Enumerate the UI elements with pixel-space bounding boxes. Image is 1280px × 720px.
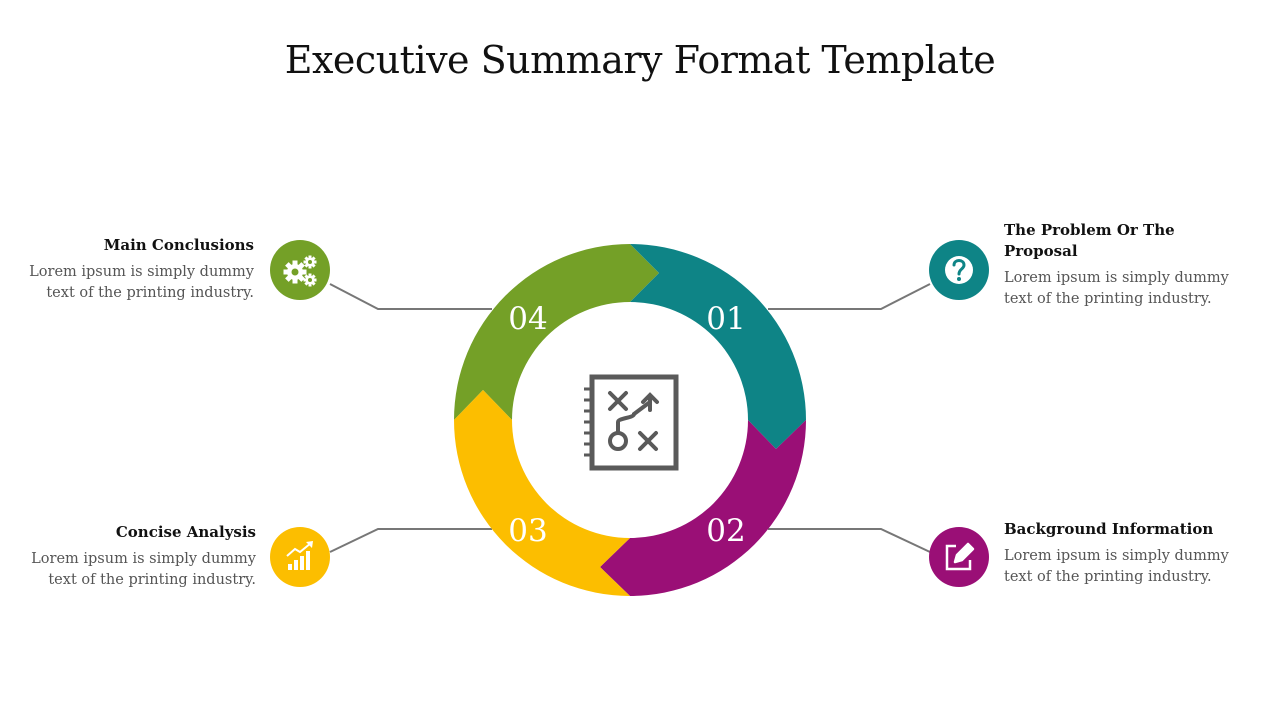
connector-04	[329, 283, 492, 310]
page-title: Executive Summary Format Template	[284, 38, 996, 82]
connector-02	[768, 528, 931, 553]
item-04-block: Main Conclusions Lorem ipsum is simply d…	[24, 235, 254, 304]
item-03-text: Lorem ipsum is simply dummy text of the …	[31, 551, 256, 588]
gears-icon	[283, 255, 317, 287]
segment-number-03: 03	[508, 513, 547, 549]
segment-03	[454, 390, 630, 596]
item-04-text: Lorem ipsum is simply dummy text of the …	[29, 264, 254, 301]
question-icon	[945, 256, 973, 284]
item-03-heading: Concise Analysis	[115, 523, 256, 541]
segment-04	[454, 244, 659, 420]
segment-number-01: 01	[706, 301, 745, 337]
item-01-text: Lorem ipsum is simply dummy text of the …	[1004, 270, 1229, 307]
strategy-board-icon	[584, 374, 679, 471]
item-01-heading: The Problem Or The Proposal	[1004, 221, 1175, 260]
segment-number-02: 02	[706, 513, 745, 549]
item-03-block: Concise Analysis Lorem ipsum is simply d…	[26, 522, 256, 591]
connector-03	[329, 528, 492, 553]
item-04-heading: Main Conclusions	[103, 236, 254, 254]
item-02-text: Lorem ipsum is simply dummy text of the …	[1004, 548, 1229, 585]
segment-number-04: 04	[508, 301, 547, 337]
connector-01	[768, 283, 931, 310]
segment-02	[600, 420, 806, 596]
edit-icon	[945, 542, 975, 571]
item-01-block: The Problem Or The Proposal Lorem ipsum …	[1004, 220, 1234, 310]
segment-01	[630, 244, 806, 449]
growth-chart-icon	[286, 541, 313, 570]
item-02-heading: Background Information	[1004, 520, 1214, 538]
item-02-block: Background Information Lorem ipsum is si…	[1004, 519, 1234, 588]
